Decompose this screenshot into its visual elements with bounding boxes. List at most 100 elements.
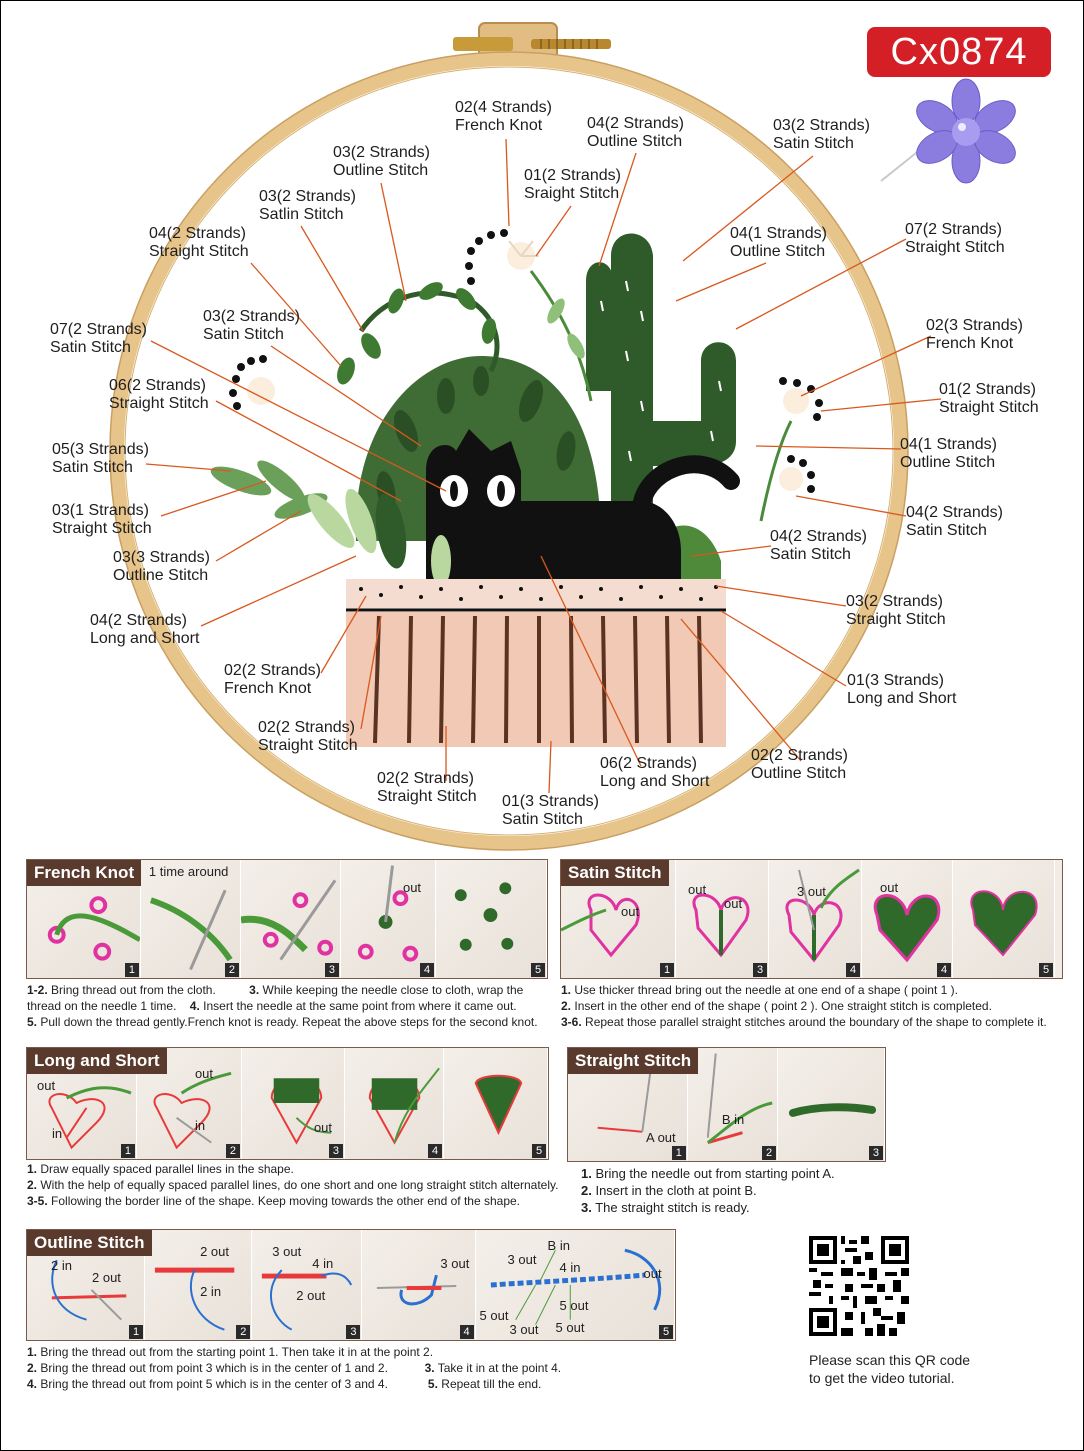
hoop-label: 02(3 Strands)French Knot — [926, 317, 1023, 352]
step-photo: 3 out 4 in 2 out 3 — [252, 1230, 363, 1340]
step-number: 3 — [328, 1144, 343, 1158]
panel-title: Outline Stitch — [27, 1230, 152, 1256]
step-photo: 4 — [344, 1048, 444, 1159]
step-photo: out 4 — [340, 860, 437, 978]
step-number: 1 — [124, 963, 139, 977]
step-photo: 3 out 4 — [362, 1230, 476, 1340]
outline-stitch-photos: 2 in 2 out 1 2 out 2 in 2 3 out 4 in 2 o… — [26, 1229, 676, 1341]
qr-instructions: Please scan this QR code to get the vide… — [809, 1352, 971, 1386]
hoop-label: 04(1 Strands)Outline Stitch — [900, 436, 997, 471]
long-and-short-steps: 1. Draw equally spaced parallel lines in… — [27, 1162, 559, 1208]
product-code-badge: Cx0874 — [867, 27, 1051, 77]
step-number: 3 — [346, 1325, 361, 1339]
frame-caption: 5 out — [559, 1298, 589, 1313]
step-photo: 3 out B in 4 in 5 out 5 out 3 out 5 out … — [475, 1230, 675, 1340]
hoop-label: 02(2 Strands)Straight Stitch — [258, 719, 358, 754]
frame-caption: 4 in — [312, 1256, 334, 1271]
step-photo: 1 time around 2 — [140, 860, 241, 978]
step-photo: 5 — [444, 1048, 548, 1159]
panel-title: Straight Stitch — [568, 1048, 699, 1074]
frame-caption: 3 out — [509, 1322, 539, 1337]
step-photo: 2 out 2 in 2 — [145, 1230, 253, 1340]
step-number: 4 — [428, 1144, 442, 1158]
frame-caption: 2 in — [200, 1284, 222, 1299]
frame-caption: 3 out — [797, 884, 826, 899]
panel-title: Satin Stitch — [561, 860, 669, 886]
step-photo: out 4 — [862, 860, 953, 978]
hoop-label: 07(2 Strands)Straight Stitch — [905, 221, 1005, 256]
panel-title: French Knot — [27, 860, 142, 886]
frame-caption: out — [621, 904, 640, 919]
long-and-short-photos: out in 1 out in 2 out 3 4 5 — [26, 1047, 549, 1160]
step-number: 1 — [660, 963, 674, 977]
hoop-label: 01(2 Strands)Straight Stitch — [939, 381, 1039, 416]
satin-stitch-steps: 1. Use thicker thread bring out the need… — [561, 983, 1047, 1029]
hoop-label: 05(3 Strands)Satin Stitch — [52, 441, 149, 476]
frame-caption: 5 out — [479, 1308, 509, 1323]
frame-caption: out — [402, 880, 422, 895]
frame-caption: 2 in — [51, 1258, 72, 1273]
hoop-label: 06(2 Strands)Long and Short — [600, 755, 710, 790]
step-number: 4 — [420, 963, 435, 977]
hoop-label: 06(2 Strands)Straight Stitch — [109, 377, 209, 412]
hoop-label: 02(2 Strands)Outline Stitch — [751, 747, 848, 782]
step-photo: out out 3 — [676, 860, 769, 978]
frame-caption: 1 time around — [148, 864, 229, 879]
step-number: 2 — [224, 963, 239, 977]
hoop-label: 01(3 Strands)Satin Stitch — [502, 793, 599, 828]
frame-caption: out — [724, 896, 743, 911]
step-number: 5 — [531, 963, 545, 977]
step-number: 4 — [459, 1325, 474, 1339]
frame-caption: B in — [721, 1112, 745, 1127]
step-number: 3 — [868, 1146, 883, 1160]
frame-caption: out — [194, 1066, 214, 1081]
step-number: 3 — [753, 963, 767, 977]
panel-title: Long and Short — [27, 1048, 167, 1074]
french-knot-photos: 1 1 time around 2 3 out 4 5 French Knot — [26, 859, 548, 979]
frame-caption: 3 out — [440, 1256, 470, 1271]
step-number: 4 — [846, 963, 860, 977]
step-number: 1 — [671, 1146, 686, 1160]
hoop-label: 01(3 Strands)Long and Short — [847, 672, 957, 707]
embroidery-hoop-illustration — [109, 22, 1016, 851]
hoop-label: 04(2 Strands)Long and Short — [90, 612, 200, 647]
frame-caption: out — [37, 1078, 56, 1093]
hoop-label: 04(2 Strands)Outline Stitch — [587, 115, 684, 150]
step-photo: out 3 — [241, 1048, 345, 1159]
step-number: 3 — [324, 963, 339, 977]
hoop-label: 02(4 Strands)French Knot — [455, 99, 552, 134]
frame-caption: out — [688, 882, 707, 897]
step-photo: B in 2 — [687, 1048, 778, 1161]
hoop-label: 02(2 Strands)French Knot — [224, 662, 321, 697]
step-number: 1 — [129, 1325, 144, 1339]
step-photo: 5 — [953, 860, 1055, 978]
frame-caption: A out — [646, 1130, 676, 1145]
step-photo: 5 — [436, 860, 547, 978]
frame-caption: 2 out — [296, 1288, 326, 1303]
hoop-label: 03(2 Strands)Straight Stitch — [846, 593, 946, 628]
step-number: 2 — [225, 1144, 240, 1158]
frame-caption: out — [313, 1120, 333, 1135]
qr-code[interactable] — [809, 1236, 909, 1336]
frame-caption: 2 out — [200, 1244, 230, 1259]
hoop-label: 03(3 Strands)Outline Stitch — [113, 549, 210, 584]
frame-caption: 5 out — [555, 1320, 585, 1335]
frame-caption: in — [52, 1126, 63, 1141]
step-number: 2 — [762, 1146, 776, 1160]
hoop-label: 03(1 Strands)Straight Stitch — [52, 502, 152, 537]
frame-caption: 2 out — [92, 1270, 121, 1285]
hoop-label: 03(2 Strands)Satin Stitch — [203, 308, 300, 343]
frame-caption: 4 in — [559, 1260, 581, 1275]
frame-caption: in — [194, 1118, 206, 1133]
step-number: 5 — [1039, 963, 1053, 977]
frame-caption: out — [880, 880, 899, 895]
hoop-label: 03(2 Strands)Satlin Stitch — [259, 188, 356, 223]
hoop-label: 03(2 Strands)Outline Stitch — [333, 144, 430, 179]
hoop-label: 07(2 Strands)Satin Stitch — [50, 321, 147, 356]
hoop-label: 04(2 Strands)Satin Stitch — [770, 528, 867, 563]
frame-caption: 3 out — [272, 1244, 302, 1259]
frame-caption: out — [643, 1266, 662, 1281]
step-number: 5 — [532, 1144, 546, 1158]
step-photo: 3 out 4 — [769, 860, 862, 978]
